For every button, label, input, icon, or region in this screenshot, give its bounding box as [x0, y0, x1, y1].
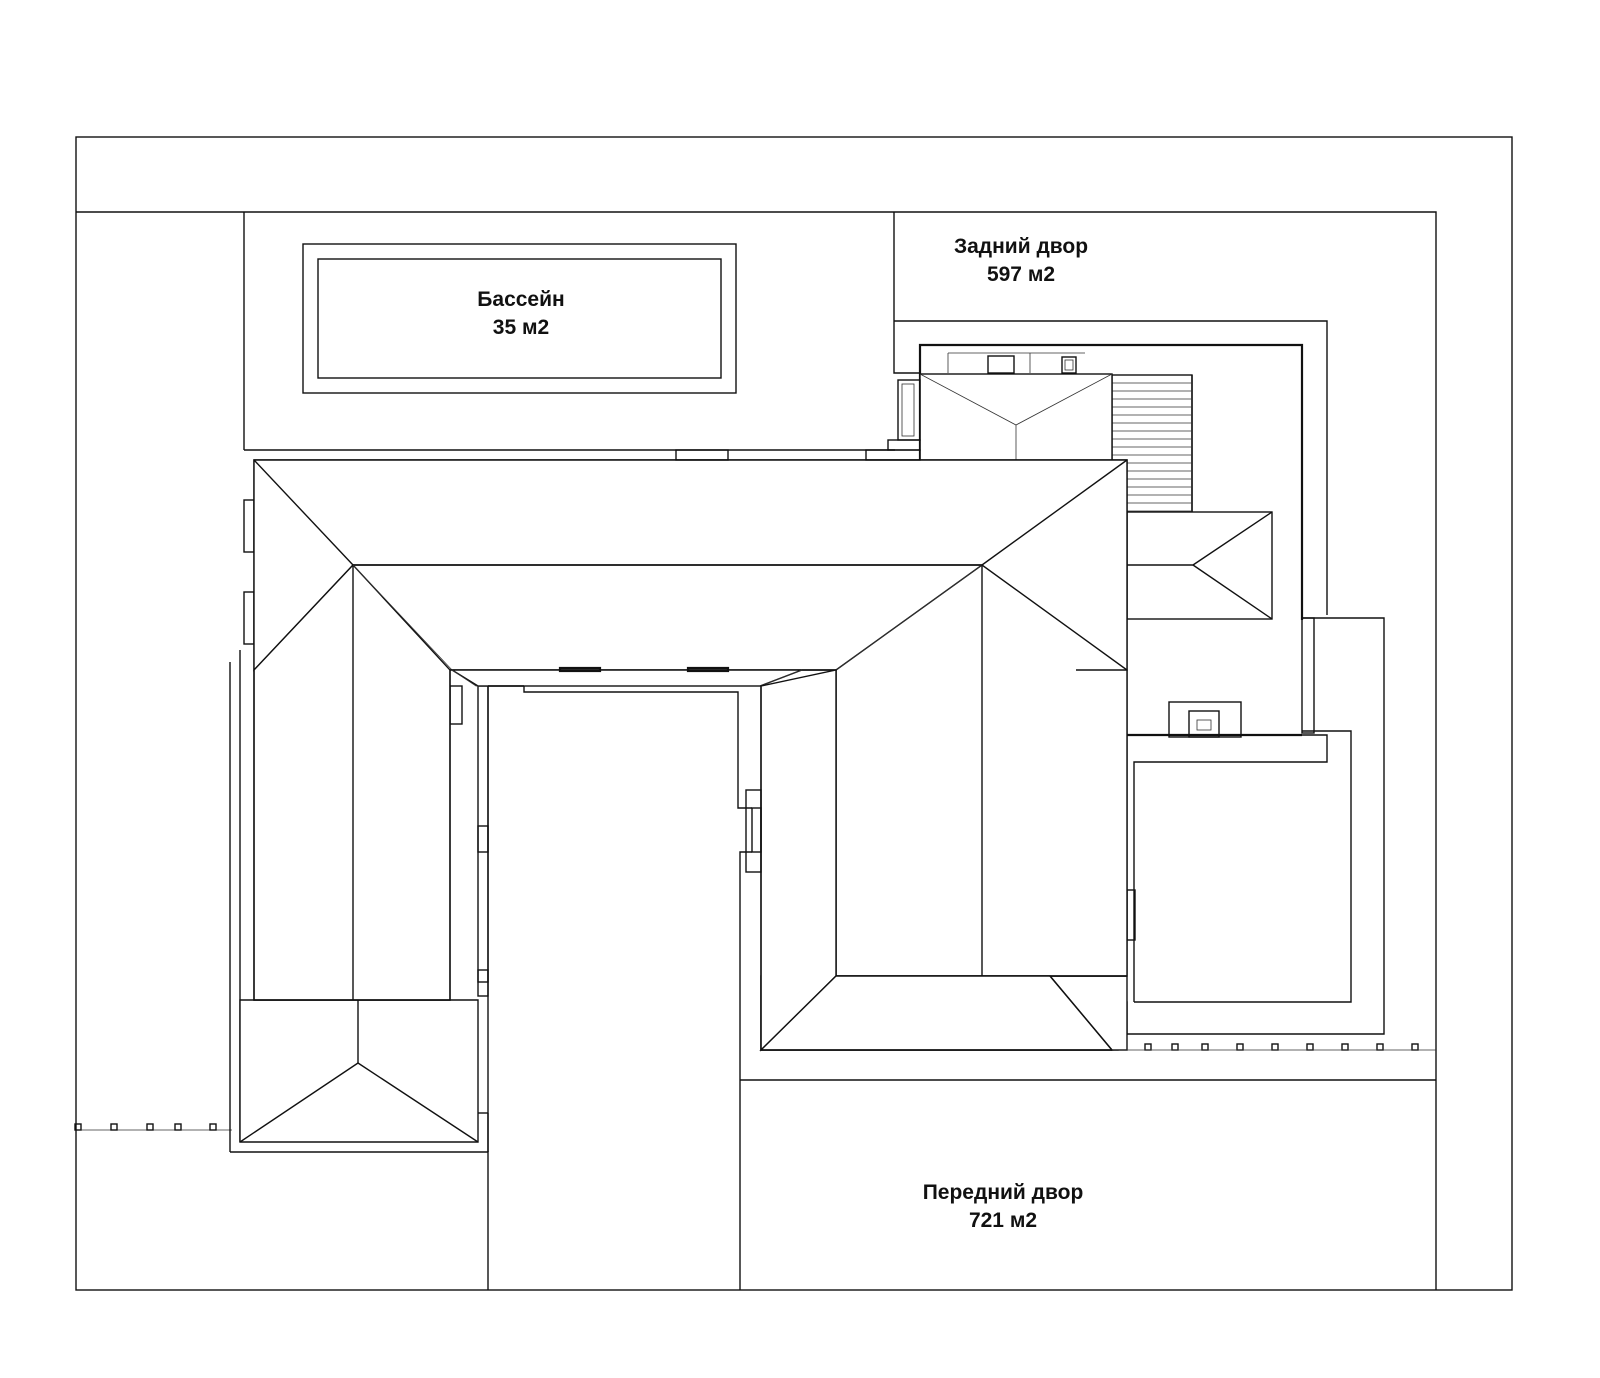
fence-post	[1201, 1043, 1209, 1051]
frontyard-name: Передний двор	[922, 1181, 1084, 1204]
right-gable-roof	[1126, 511, 1273, 620]
pool-label: Бассейн 35 м2	[477, 286, 564, 342]
fence-post	[74, 1123, 82, 1131]
frontyard-label: Передний двор 721 м2	[923, 1179, 1084, 1235]
fence-post	[1376, 1043, 1384, 1051]
pool-area: 35 м2	[492, 316, 550, 339]
small-back-roof	[919, 373, 1113, 463]
fence-post	[1341, 1043, 1349, 1051]
stairs	[1111, 374, 1193, 513]
fence-post	[174, 1123, 182, 1131]
fence-post	[1171, 1043, 1179, 1051]
left-lower-roof	[239, 999, 479, 1143]
fence-post	[1236, 1043, 1244, 1051]
plot-boundary	[75, 136, 1513, 1291]
fence-post	[1306, 1043, 1314, 1051]
fence-post	[146, 1123, 154, 1131]
fence-post	[1271, 1043, 1279, 1051]
fence-post	[209, 1123, 217, 1131]
fence-post	[1144, 1043, 1152, 1051]
pool-name: Бассейн	[477, 288, 565, 311]
backyard-label: Задний двор 597 м2	[954, 233, 1088, 289]
fence-post	[110, 1123, 118, 1131]
backyard-area: 597 м2	[986, 263, 1056, 286]
pool	[302, 243, 737, 394]
frontyard-area: 721 м2	[968, 1209, 1038, 1232]
yard-lines	[76, 211, 1437, 1290]
backyard-name: Задний двор	[953, 235, 1089, 258]
fence-post	[1411, 1043, 1419, 1051]
right-enclosure	[1111, 617, 1385, 1035]
main-roof	[253, 459, 1128, 1052]
courtyard-walls	[487, 379, 921, 1152]
